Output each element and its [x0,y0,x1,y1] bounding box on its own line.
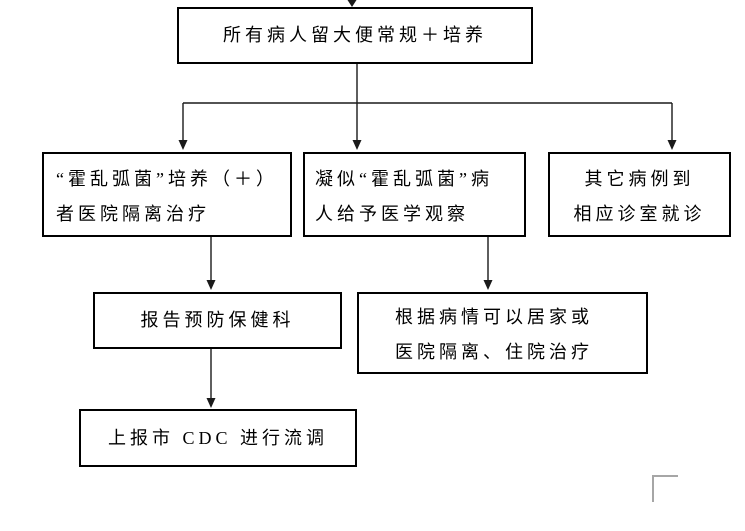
node-cholera-positive-line1: “霍乱弧菌”培养（＋） [56,169,278,189]
node-suspected-case-line2: 人给予医学观察 [315,204,469,224]
node-home-or-hospital: 根据病情可以居家或 医院隔离、住院治疗 [357,292,648,374]
node-cdc-report: 上报市 CDC 进行流调 [79,409,357,467]
node-cholera-positive-line2: 者医院隔离治疗 [56,204,210,224]
node-cdc-report-text: 上报市 CDC 进行流调 [107,427,328,448]
node-report-prevention-dept-text: 报告预防保健科 [140,310,295,330]
node-other-cases-line1: 其它病例到 [584,169,695,189]
arrow-middle-box-to-observation [483,237,493,290]
arrow-left-box-to-report [206,237,216,290]
arrow-into-top-box [347,0,357,7]
node-home-or-hospital-line2: 医院隔离、住院治疗 [395,342,593,362]
corner-mark [652,475,678,502]
arrow-top-to-middle-box [352,64,362,150]
node-report-prevention-dept: 报告预防保健科 [93,292,342,349]
node-home-or-hospital-line1: 根据病情可以居家或 [395,307,593,327]
arrow-branch-to-left-box [178,103,188,150]
arrow-report-to-cdc [206,349,216,408]
node-other-cases-line2: 相应诊室就诊 [573,204,706,224]
node-stool-test-text: 所有病人留大便常规＋培养 [223,25,487,45]
node-suspected-case: 凝似“霍乱弧菌”病 人给予医学观察 [303,152,526,237]
node-suspected-case-line1: 凝似“霍乱弧菌”病 [315,169,493,189]
node-other-cases: 其它病例到 相应诊室就诊 [548,152,731,237]
node-cholera-positive: “霍乱弧菌”培养（＋） 者医院隔离治疗 [42,152,292,237]
arrow-branch-to-right-box [667,103,677,150]
node-stool-test: 所有病人留大便常规＋培养 [177,7,533,64]
